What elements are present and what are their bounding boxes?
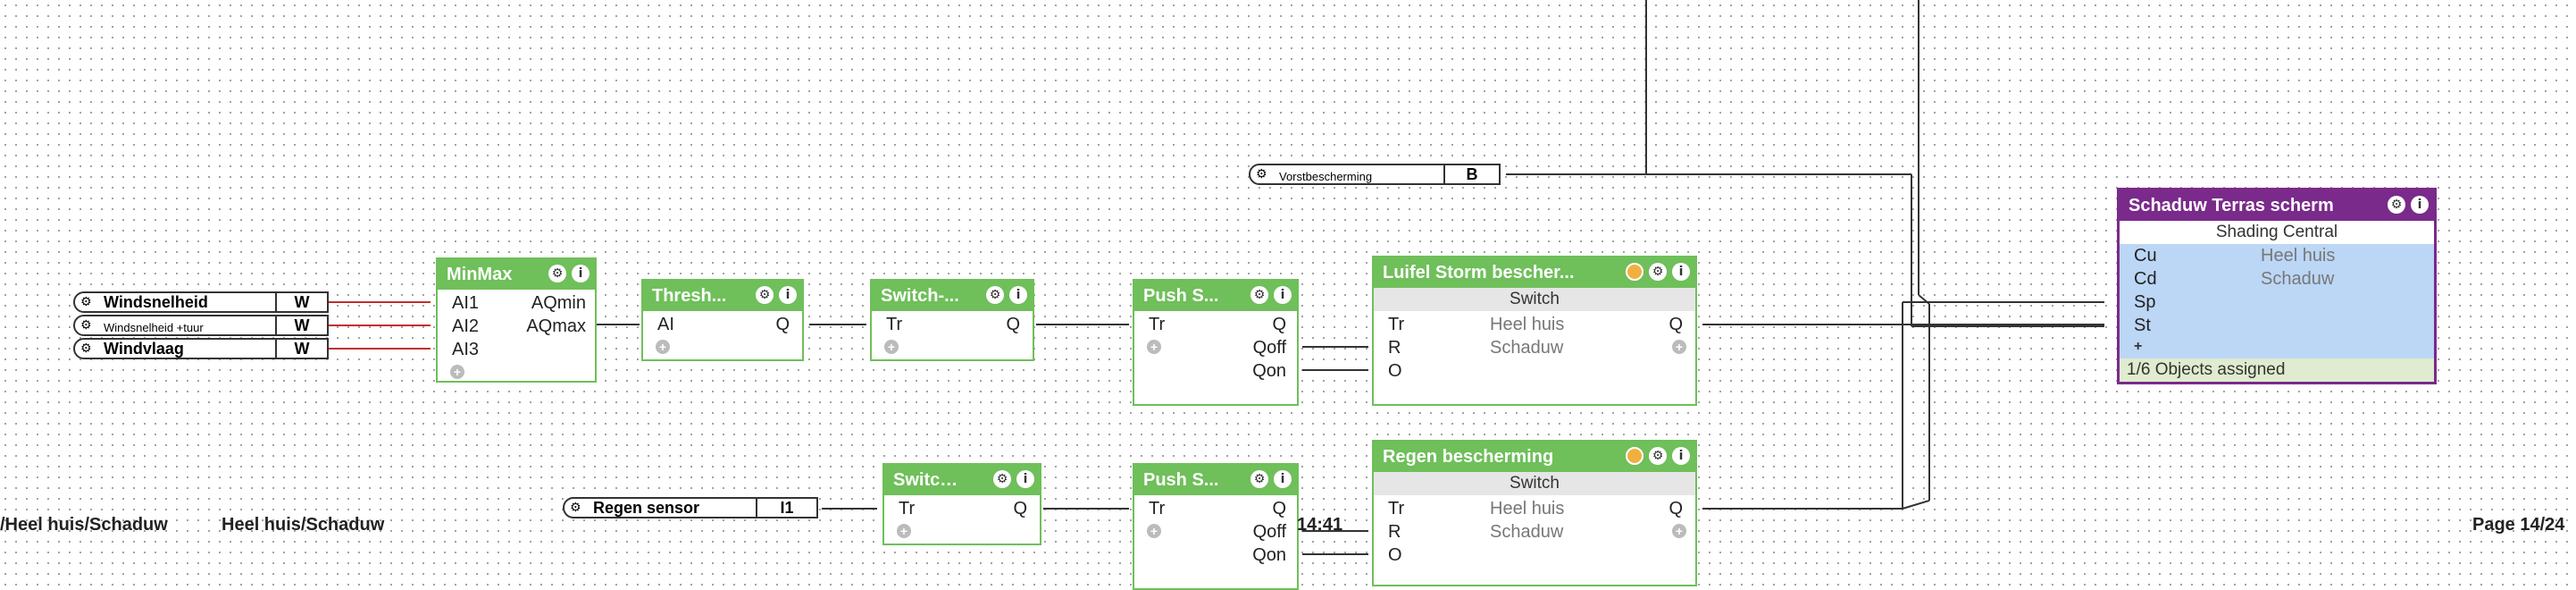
mode-icon[interactable]	[1626, 263, 1643, 281]
luifel-switch-block[interactable]: Luifel Storm bescher... ⚙ i Switch Tr R …	[1372, 256, 1697, 406]
gear-icon: ⚙	[1256, 167, 1267, 181]
gear-icon: ⚙	[80, 295, 92, 309]
gear-icon[interactable]: ⚙	[756, 286, 774, 304]
gear-icon: ⚙	[80, 318, 92, 333]
info-icon[interactable]: i	[1274, 286, 1292, 304]
info-icon[interactable]: i	[1672, 447, 1690, 465]
plus-icon[interactable]: +	[656, 340, 670, 354]
push-button-block-1[interactable]: Push S... ⚙ i Tr Q Qoff Qon +	[1133, 279, 1299, 406]
print-time: 14:41	[1297, 515, 1343, 535]
gear-icon[interactable]: ⚙	[1250, 286, 1268, 304]
info-icon[interactable]: i	[1274, 470, 1292, 488]
info-icon[interactable]: i	[2411, 196, 2429, 214]
input-vorstbescherming[interactable]: ⚙ Vorstbescherming B	[1249, 164, 1501, 185]
plus-icon[interactable]: +	[1147, 340, 1161, 354]
plus-icon[interactable]: +	[884, 340, 899, 354]
info-icon[interactable]: i	[1016, 470, 1034, 488]
push-button-block-2[interactable]: Push S... ⚙ i Tr Q Qoff Qon +	[1133, 463, 1299, 590]
page-number: Page 14/24	[2472, 515, 2565, 535]
info-icon[interactable]: i	[572, 265, 590, 282]
plus-icon[interactable]: +	[1672, 340, 1686, 354]
plus-icon[interactable]: +	[1672, 524, 1686, 538]
gear-icon: ⚙	[80, 341, 92, 356]
input-windsnelheid-tuur[interactable]: ⚙ Windsnelheid +tuur W	[73, 315, 329, 336]
minmax-block[interactable]: MinMax ⚙ i AI1 AI2 AI3 AQmin AQmax +	[436, 257, 597, 383]
input-windvlaag[interactable]: ⚙ Windvlaag W	[73, 338, 329, 359]
input-regen-sensor[interactable]: ⚙ Regen sensor I1	[563, 497, 818, 518]
plus-icon[interactable]: +	[897, 524, 911, 538]
switch-block-2[interactable]: Switch-... ⚙ i Tr Q +	[882, 463, 1041, 545]
shading-central-block[interactable]: Schaduw Terras scherm ⚙ i Shading Centra…	[2117, 188, 2437, 384]
info-icon[interactable]: i	[1009, 286, 1027, 304]
gear-icon[interactable]: ⚙	[1649, 263, 1667, 281]
page-path: /Heel huis/Schaduw	[0, 515, 168, 535]
plus-icon[interactable]: +	[2134, 339, 2143, 354]
gear-icon[interactable]: ⚙	[986, 286, 1004, 304]
gear-icon[interactable]: ⚙	[993, 470, 1011, 488]
threshold-block[interactable]: Thresh... ⚙ i AI Q +	[641, 279, 804, 361]
info-icon[interactable]: i	[779, 286, 797, 304]
regen-switch-block[interactable]: Regen bescherming ⚙ i Switch Tr R O Heel…	[1372, 440, 1697, 586]
gear-icon[interactable]: ⚙	[548, 265, 566, 282]
plus-icon[interactable]: +	[450, 365, 464, 379]
gear-icon[interactable]: ⚙	[2388, 196, 2405, 214]
page-category: Heel huis/Schaduw	[222, 515, 385, 535]
gear-icon[interactable]: ⚙	[1250, 470, 1268, 488]
info-icon[interactable]: i	[1672, 263, 1690, 281]
switch-block-1[interactable]: Switch-... ⚙ i Tr Q +	[870, 279, 1034, 361]
mode-icon[interactable]	[1626, 447, 1643, 465]
gear-icon[interactable]: ⚙	[1649, 447, 1667, 465]
input-windsnelheid[interactable]: ⚙ Windsnelheid W	[73, 291, 329, 313]
gear-icon: ⚙	[570, 501, 581, 515]
plus-icon[interactable]: +	[1147, 524, 1161, 538]
